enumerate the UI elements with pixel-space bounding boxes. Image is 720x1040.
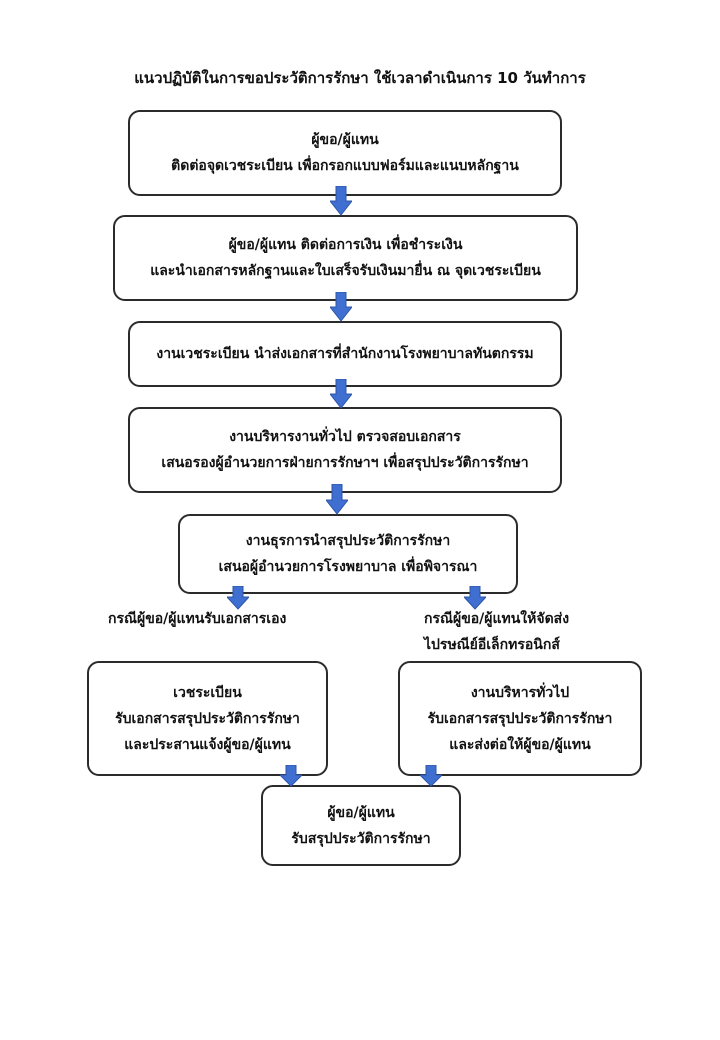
down-arrow-icon [330, 292, 352, 322]
left-branch-line-2: รับเอกสารสรุปประวัติการรักษา [115, 710, 300, 727]
step-3-line-1: งานเวชระเบียน นำส่งเอกสารที่สำนักงานโรงพ… [156, 346, 534, 362]
final-box: ผู้ขอ/ผู้แทน รับสรุปประวัติการรักษา [261, 785, 461, 866]
step-1-line-1: ผู้ขอ/ผู้แทน [311, 132, 379, 148]
left-branch-box: เวชระเบียน รับเอกสารสรุปประวัติการรักษา … [87, 661, 328, 776]
step-2-line-1: ผู้ขอ/ผู้แทน ติดต่อการเงิน เพื่อชำระเงิน [228, 237, 463, 253]
step-4-line-1: งานบริหารงานทั่วไป ตรวจสอบเอกสาร [229, 429, 461, 445]
branch-right-label-2: ไปรษณีย์อีเล็กทรอนิกส์ [424, 637, 560, 653]
down-arrow-icon [280, 765, 302, 787]
down-arrow-icon [420, 765, 442, 787]
final-line-1: ผู้ขอ/ผู้แทน [327, 804, 395, 821]
right-branch-box: งานบริหารทั่วไป รับเอกสารสรุปประวัติการร… [398, 661, 642, 776]
page-title: แนวปฏิบัติในการขอประวัติการรักษา ใช้เวลา… [134, 69, 586, 87]
right-branch-line-1: งานบริหารทั่วไป [470, 684, 570, 701]
down-arrow-icon [326, 484, 348, 515]
step-4-box: งานบริหารงานทั่วไป ตรวจสอบเอกสาร เสนอรอง… [128, 407, 562, 493]
step-3-box: งานเวชระเบียน นำส่งเอกสารที่สำนักงานโรงพ… [128, 321, 562, 387]
final-line-2: รับสรุปประวัติการรักษา [291, 830, 431, 847]
branch-right-label-1: กรณีผู้ขอ/ผู้แทนให้จัดส่ง [424, 611, 570, 627]
down-arrow-icon [464, 586, 486, 610]
down-arrow-icon [330, 379, 352, 409]
left-branch-line-3: และประสานแจ้งผู้ขอ/ผู้แทน [124, 736, 291, 753]
step-2-line-2: และนำเอกสารหลักฐานและใบเสร็จรับเงินมายื่… [150, 263, 541, 279]
right-branch-line-3: และส่งต่อให้ผู้ขอ/ผู้แทน [449, 736, 591, 753]
step-5-box: งานธุรการนำสรุปประวัติการรักษา เสนอผู้อำ… [178, 514, 518, 594]
left-branch-line-1: เวชระเบียน [173, 684, 242, 701]
step-2-box: ผู้ขอ/ผู้แทน ติดต่อการเงิน เพื่อชำระเงิน… [113, 215, 578, 301]
step-5-line-2: เสนอผู้อำนวยการโรงพยาบาล เพื่อพิจารณา [218, 559, 478, 575]
branch-left-label: กรณีผู้ขอ/ผู้แทนรับเอกสารเอง [108, 611, 287, 627]
step-5-line-1: งานธุรการนำสรุปประวัติการรักษา [245, 533, 451, 549]
step-1-box: ผู้ขอ/ผู้แทน ติดต่อจุดเวชระเบียน เพื่อกร… [128, 110, 562, 196]
down-arrow-icon [330, 186, 352, 216]
down-arrow-icon [227, 586, 249, 610]
right-branch-line-2: รับเอกสารสรุปประวัติการรักษา [427, 710, 613, 727]
step-1-line-2: ติดต่อจุดเวชระเบียน เพื่อกรอกแบบฟอร์มและ… [171, 158, 519, 174]
step-4-line-2: เสนอรองผู้อำนวยการฝ่ายการรักษาฯ เพื่อสรุ… [161, 455, 529, 471]
